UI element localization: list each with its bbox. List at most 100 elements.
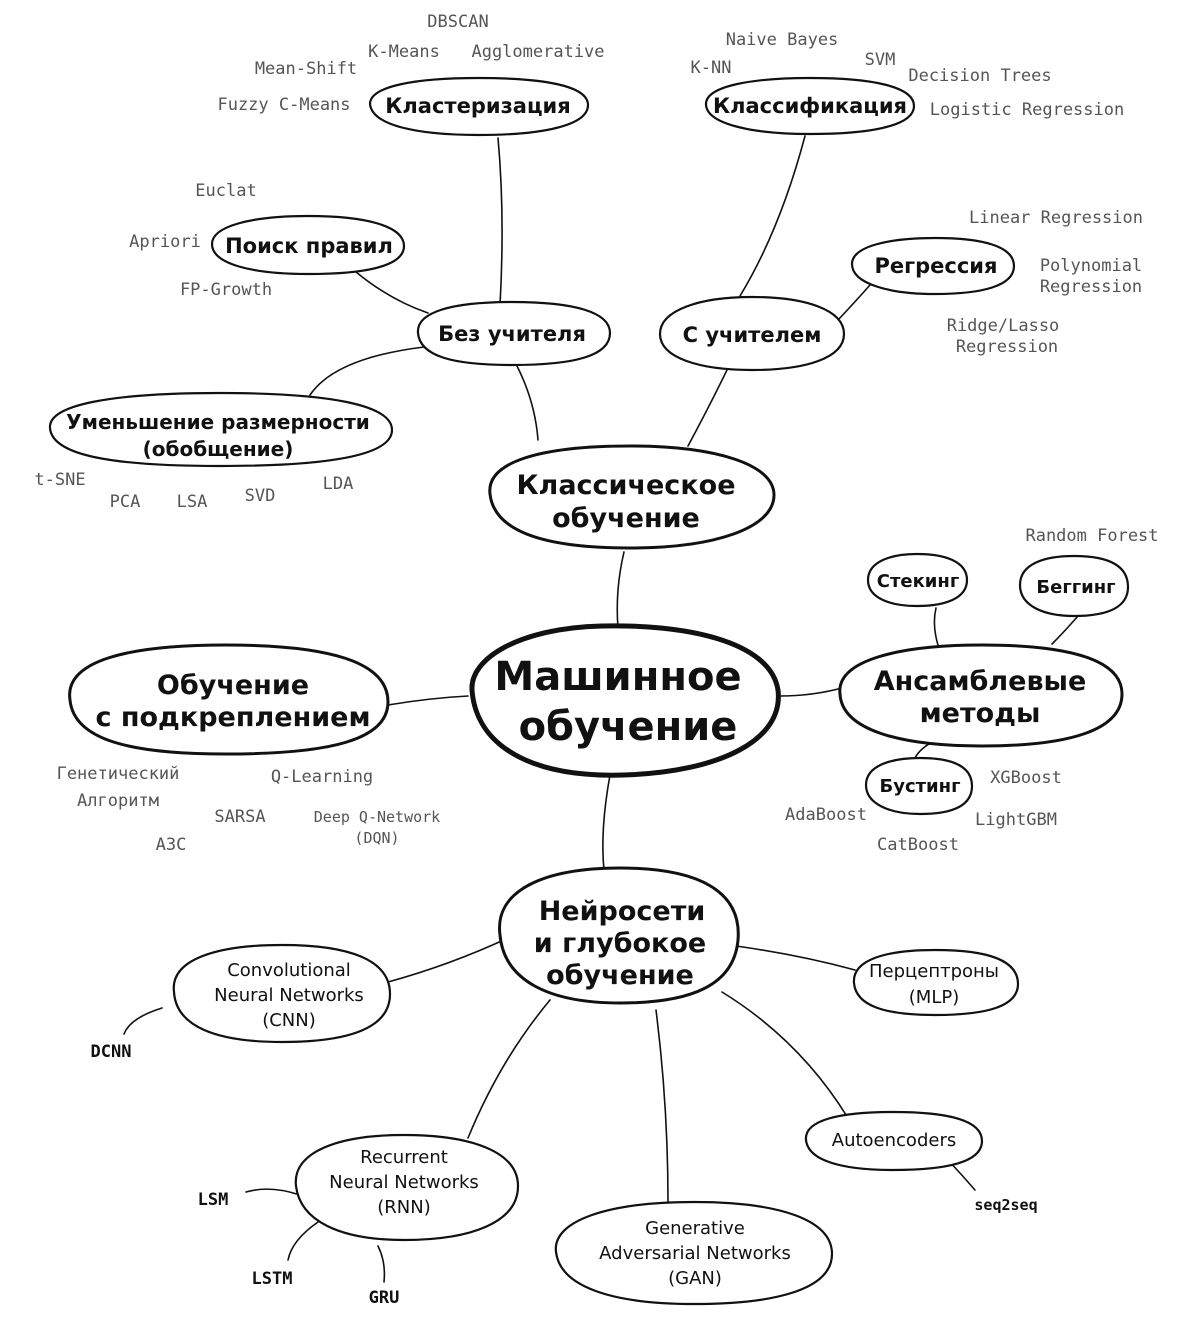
reinforcement-bubble	[68, 643, 390, 756]
leaf-ridge-lasso-regression: Regression	[956, 337, 1058, 357]
rnn-leaves: LSM LSTM GRU	[198, 1190, 400, 1308]
boosting-label: Бустинг	[879, 776, 960, 797]
edge-root-neural	[602, 774, 611, 871]
leaf-fpgrowth: FP-Growth	[180, 280, 272, 300]
leaf-xgboost: XGBoost	[990, 768, 1062, 788]
classification-label: Классификация	[713, 94, 907, 118]
gan-bubble	[554, 1200, 834, 1306]
classification-leaves: Naive Bayes SVM K-NN Decision Trees Logi…	[691, 30, 1125, 120]
clustering-label: Кластеризация	[385, 94, 570, 118]
edge-root-ensemble	[779, 687, 843, 697]
stacking-label: Стекинг	[877, 571, 960, 592]
node-unsupervised: Без учителя	[416, 300, 612, 367]
edge-classic-unsupervised	[514, 361, 539, 441]
node-gan: Generative Adversarial Networks (GAN)	[554, 1200, 834, 1306]
leaf-decision-trees: Decision Trees	[908, 66, 1051, 86]
cnn-label-line3: (CNN)	[262, 1010, 316, 1031]
leaf-genetic-2: Алгоритм	[77, 791, 159, 811]
stacking-bubble	[866, 552, 969, 608]
node-reinforcement: Обучение с подкреплением	[68, 643, 390, 756]
unsupervised-bubble	[416, 300, 612, 367]
leaf-svd: SVD	[245, 486, 276, 506]
leaf-lstm: LSTM	[252, 1269, 293, 1289]
edge-neural-gan	[655, 1009, 669, 1203]
gan-label-line2: Adversarial Networks	[599, 1243, 791, 1264]
leaf-knn: K-NN	[691, 58, 732, 78]
root-bubble	[469, 623, 781, 778]
root-label-line2: обучение	[519, 704, 738, 750]
node-ensemble: Ансамблевые методы	[838, 643, 1124, 748]
supervised-label: С учителем	[683, 323, 822, 347]
node-cnn: Convolutional Neural Networks (CNN)	[172, 943, 392, 1044]
node-regression: Регрессия	[850, 236, 1016, 296]
leaf-dqn-2: (DQN)	[354, 829, 399, 847]
leaf-tsne: t-SNE	[34, 470, 85, 490]
gan-label-line3: (GAN)	[668, 1268, 722, 1289]
leaf-linear-regression: Linear Regression	[969, 208, 1143, 228]
leaf-polynomial: Polynomial	[1040, 256, 1142, 276]
node-supervised: С учителем	[658, 295, 846, 372]
rules-label: Поиск правил	[225, 234, 393, 258]
rnn-label-line2: Neural Networks	[329, 1172, 479, 1193]
leaf-lsm: LSM	[198, 1190, 229, 1210]
edge-supervised-regression	[837, 284, 871, 321]
leaf-polynomial-regression: Regression	[1040, 277, 1142, 297]
cnn-label-line2: Neural Networks	[214, 985, 364, 1006]
ensemble-label-line2: методы	[920, 698, 1041, 729]
leaf-pca: PCA	[110, 492, 141, 512]
leaf-naive-bayes: Naive Bayes	[726, 30, 839, 50]
classification-bubble	[704, 76, 916, 136]
leaf-dqn-1: Deep Q-Network	[314, 808, 440, 826]
node-dimred: Уменьшение размерности (обобщение)	[48, 391, 394, 468]
reinforcement-leaves: Генетический Алгоритм Q-Learning SARSA D…	[57, 764, 441, 855]
dimred-label-line2: (обобщение)	[143, 437, 294, 461]
leaf-q-learning: Q-Learning	[271, 767, 373, 787]
edge-unsupervised-rules	[355, 271, 429, 314]
leaf-apriori: Apriori	[129, 232, 201, 252]
leaf-meanshift: Mean-Shift	[255, 59, 357, 79]
regression-label: Регрессия	[875, 254, 998, 278]
edge-neural-rnn	[467, 999, 551, 1139]
unsupervised-label: Без учителя	[438, 322, 586, 346]
edge-ensemble-stacking	[933, 607, 939, 646]
edges	[123, 135, 1079, 1283]
leaf-lsa: LSA	[177, 492, 208, 512]
edge-neural-mlp	[735, 945, 856, 971]
leaf-dcnn: DCNN	[91, 1042, 132, 1062]
node-rules: Поиск правил	[210, 214, 406, 276]
rules-bubble	[210, 214, 406, 276]
node-mlp: Перцептроны (MLP)	[852, 948, 1020, 1017]
reinforcement-label-line1: Обучение	[157, 670, 309, 701]
edge-unsupervised-dimred	[309, 346, 425, 396]
regression-leaves: Linear Regression Polynomial Regression …	[947, 208, 1143, 357]
ensemble-label-line1: Ансамблевые	[874, 666, 1087, 697]
leaf-ridge-lasso: Ridge/Lasso	[947, 316, 1060, 336]
classic-label-line2: обучение	[552, 503, 700, 534]
edge-neural-autoencoders	[721, 991, 849, 1119]
node-neural: Нейросети и глубокое обучение	[498, 866, 740, 1005]
mlp-label-line2: (MLP)	[909, 987, 959, 1008]
clustering-bubble	[368, 76, 590, 137]
leaf-euclat: Euclat	[195, 181, 256, 201]
rules-leaves: Euclat Apriori FP-Growth	[129, 181, 272, 300]
edge-ensemble-bagging	[1051, 615, 1079, 645]
edge-classic-supervised	[687, 369, 728, 447]
rnn-label-line1: Recurrent	[360, 1147, 448, 1168]
edge-supervised-classification	[739, 135, 806, 297]
node-autoencoders: Autoencoders	[804, 1110, 984, 1172]
classic-bubble	[488, 444, 776, 550]
node-stacking: Стекинг	[866, 552, 969, 608]
leaf-seq2seq: seq2seq	[974, 1196, 1037, 1214]
leaf-random-forest: Random Forest	[1025, 526, 1158, 546]
root-label-line1: Машинное	[494, 654, 741, 700]
node-classification: Классификация	[704, 76, 916, 136]
leaf-sarsa: SARSA	[214, 807, 265, 827]
edge-rnn-gru	[377, 1245, 386, 1283]
leaf-genetic-1: Генетический	[57, 764, 180, 784]
edge-cnn-dcnn	[123, 1007, 163, 1035]
autoencoders-label: Autoencoders	[832, 1130, 956, 1151]
autoencoders-bubble	[804, 1110, 984, 1172]
boosting-leaves: XGBoost AdaBoost LightGBM CatBoost	[785, 768, 1062, 855]
cnn-bubble	[172, 943, 392, 1044]
